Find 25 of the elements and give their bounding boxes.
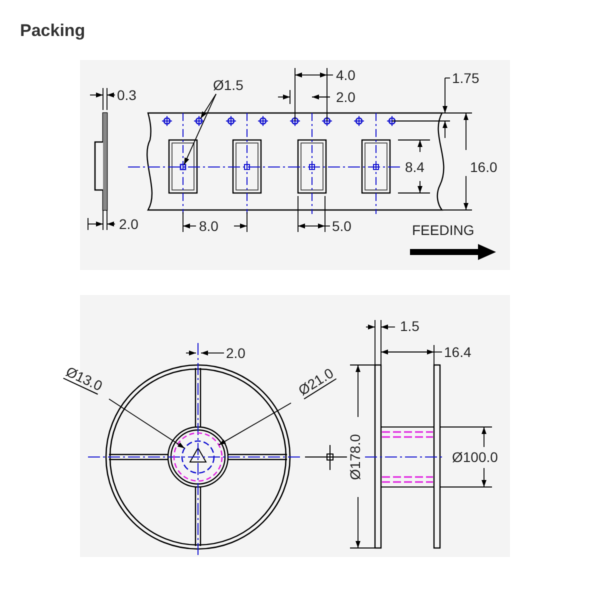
direction-label: FEEDING — [412, 222, 474, 238]
dimension-label: Ø178.0 — [346, 434, 363, 480]
leader-line — [108, 398, 186, 449]
hub-circle — [173, 432, 223, 482]
dimension-label: 8.0 — [199, 218, 218, 234]
pocket-center-mark — [180, 164, 186, 170]
dimension-label: 8.4 — [405, 159, 424, 175]
dimension-label: 4.0 — [336, 67, 356, 83]
dimension-label: 16.4 — [444, 344, 472, 360]
dimension-label: 2.0 — [119, 216, 138, 232]
leader-line — [184, 94, 216, 166]
dimension-label: 1.75 — [452, 70, 480, 86]
dimension-label: Ø100.0 — [452, 449, 498, 465]
section-title: Packing — [20, 21, 86, 41]
dimension-label: 0.3 — [117, 87, 136, 103]
leader-line — [218, 402, 292, 446]
sprocket-hole — [195, 117, 203, 125]
dimension-label: Ø13.0 — [62, 362, 106, 396]
dimension-label: 5.0 — [332, 218, 352, 234]
leader-line — [200, 94, 216, 119]
dimension-label: 16.0 — [470, 159, 498, 175]
dimension-label: 1.5 — [400, 318, 420, 334]
dimension-label: Ø1.5 — [213, 77, 244, 93]
dimension-label: 2.0 — [226, 345, 246, 361]
dimension-label: 2.0 — [336, 89, 356, 105]
